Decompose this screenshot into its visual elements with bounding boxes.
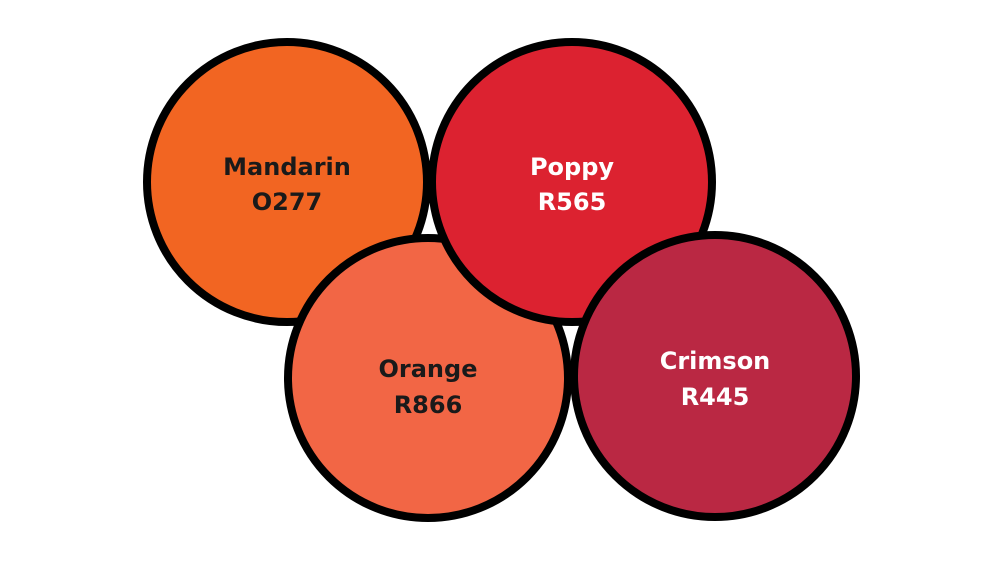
swatch-circle (570, 231, 860, 521)
swatch-name: Poppy (530, 153, 614, 181)
swatch-code: O277 (252, 188, 323, 216)
swatch-name: Orange (379, 355, 478, 383)
swatch-name: Crimson (660, 347, 771, 375)
swatch-code: R866 (394, 391, 463, 419)
swatch-code: R565 (538, 188, 607, 216)
swatch-mandarin: Mandarin O277 (143, 38, 431, 326)
swatch-name: Mandarin (223, 153, 351, 181)
swatch-circle (284, 234, 572, 522)
swatch-crimson: Crimson R445 (570, 231, 860, 521)
swatch-orange: Orange R866 (284, 234, 572, 522)
swatch-code: R445 (681, 383, 750, 411)
swatch-circle (143, 38, 431, 326)
